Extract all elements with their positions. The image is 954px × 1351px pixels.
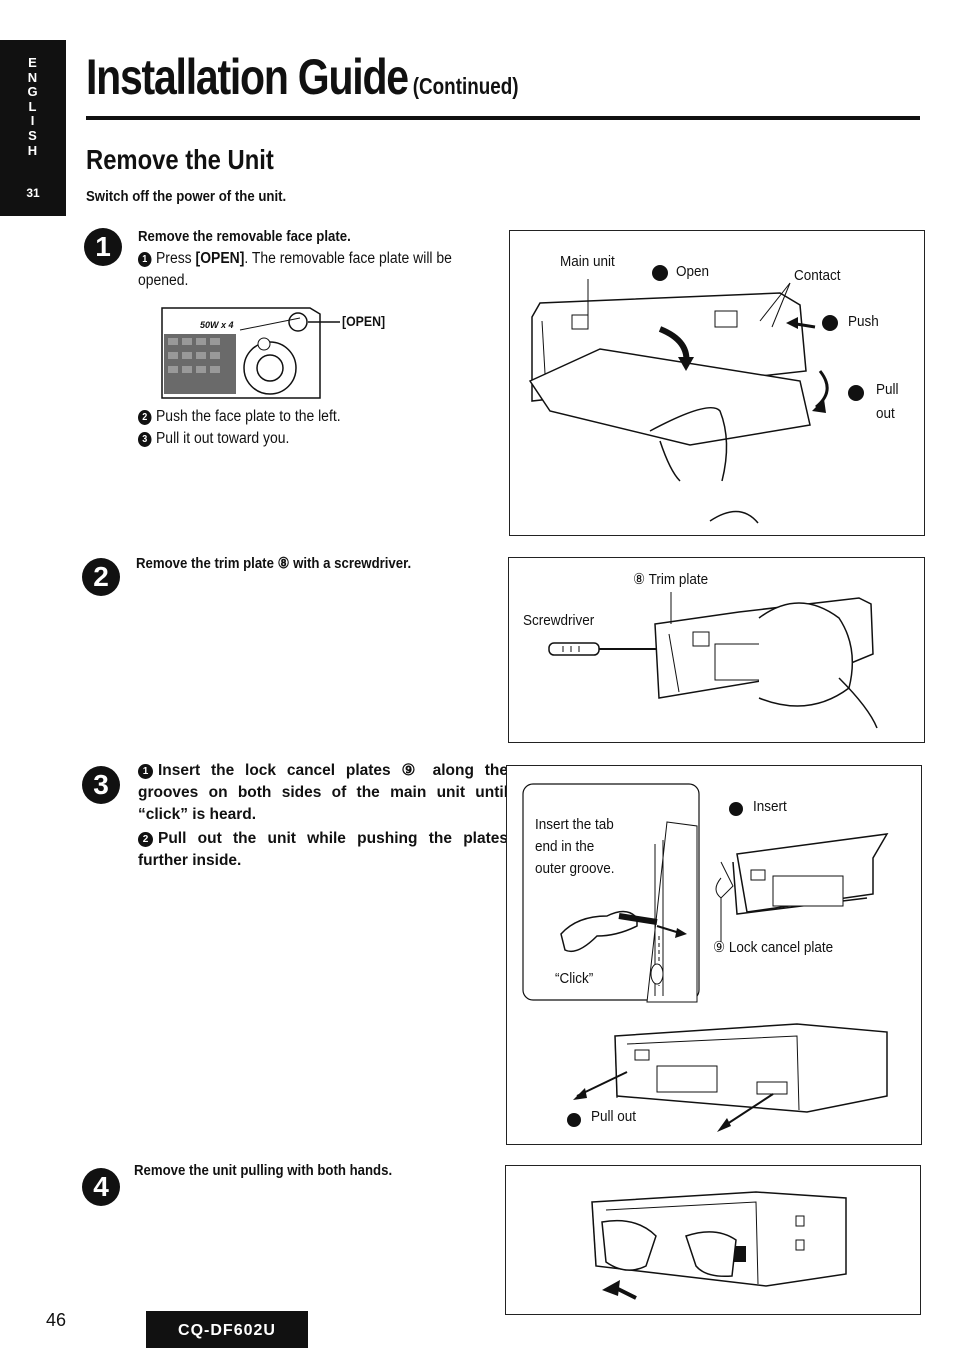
open-key-text: [OPEN] bbox=[195, 250, 245, 267]
model-badge: CQ-DF602U bbox=[146, 1311, 308, 1348]
step-3-figure: Insert the tab end in the outer groove. … bbox=[506, 765, 922, 1145]
label-open: Open bbox=[676, 263, 710, 280]
section-intro: Switch off the power of the unit. bbox=[86, 188, 287, 205]
label-out: out bbox=[876, 405, 895, 422]
step-4-figure bbox=[505, 1165, 921, 1315]
lang-letter: E bbox=[28, 55, 38, 70]
label-insert-tab-3: outer groove. bbox=[535, 860, 615, 877]
lang-letter: S bbox=[28, 127, 38, 143]
step-1-figure: Main unit Open Contact Push Pull out bbox=[509, 230, 925, 536]
language-letters: E N G L I S H bbox=[0, 55, 66, 158]
sub-marker-3: 3 bbox=[138, 432, 152, 447]
step-1-sub-3: 3 Pull it out toward you. bbox=[138, 428, 289, 450]
step-2-badge: 2 bbox=[82, 558, 120, 596]
sub-1-prefix: Press bbox=[156, 250, 196, 267]
step-1-badge: 1 bbox=[84, 228, 122, 266]
sub-marker-2: 2 bbox=[138, 410, 152, 425]
page-title: Installation Guide(Continued) bbox=[86, 48, 519, 106]
label-main-unit: Main unit bbox=[560, 253, 615, 270]
label-insert: Insert bbox=[753, 798, 787, 815]
step-1-heading: Remove the removable face plate. bbox=[138, 228, 351, 245]
lang-letter: N bbox=[27, 69, 39, 85]
label-trim-plate: ⑧ Trim plate bbox=[633, 571, 709, 588]
page-number: 46 bbox=[46, 1310, 67, 1330]
label-click: “Click” bbox=[555, 970, 594, 987]
label-lock-cancel-plate: ⑨ Lock cancel plate bbox=[713, 939, 834, 956]
lang-letter: H bbox=[27, 142, 39, 158]
label-pull: Pull bbox=[876, 381, 899, 398]
open-key-label: [OPEN] bbox=[342, 313, 386, 329]
label-screwdriver: Screwdriver bbox=[523, 612, 595, 629]
sub-2-text: Push the face plate to the left. bbox=[156, 408, 341, 425]
label-push: Push bbox=[848, 313, 879, 330]
lang-letter: L bbox=[28, 98, 38, 114]
sub-marker-1: 1 bbox=[138, 764, 153, 779]
sub-marker-2: 2 bbox=[138, 832, 153, 847]
step-1-sub-1: 1 Press [OPEN]. The removable face plate … bbox=[138, 248, 498, 292]
sub-marker-1: 1 bbox=[138, 252, 152, 267]
label-contact: Contact bbox=[794, 267, 841, 284]
step-3-badge: 3 bbox=[82, 766, 120, 804]
step-1-sub-2: 2 Push the face plate to the left. bbox=[138, 406, 341, 428]
step-2-heading: Remove the trim plate ⑧ with a screwdriv… bbox=[136, 555, 412, 572]
title-main: Installation Guide bbox=[86, 49, 409, 105]
language-tab: E N G L I S H 31 bbox=[0, 40, 66, 216]
lang-letter: I bbox=[30, 113, 36, 129]
label-pull-out: Pull out bbox=[591, 1108, 637, 1125]
face-plate-illustration: 50W x 4 bbox=[160, 300, 340, 405]
title-rule bbox=[86, 116, 920, 120]
section-heading: Remove the Unit bbox=[86, 144, 274, 175]
label-insert-tab-2: end in the bbox=[535, 838, 595, 855]
sub-3-text: Pull it out toward you. bbox=[156, 430, 290, 447]
lang-letter: G bbox=[27, 84, 39, 100]
label-insert-tab-1: Insert the tab bbox=[535, 816, 614, 833]
step-3-sub-2-text: Pull out the unit while pushing the plat… bbox=[138, 830, 508, 869]
step-2-figure: ⑧ Trim plate Screwdriver bbox=[508, 557, 925, 743]
step-4-badge: 4 bbox=[82, 1168, 120, 1206]
panel-power-label: 50W x 4 bbox=[200, 320, 234, 330]
step-3-sub-1-text: Insert the lock cancel plates ⑨ along th… bbox=[138, 762, 508, 823]
step-4-heading: Remove the unit pulling with both hands. bbox=[134, 1162, 393, 1179]
sub-1-rest: . The removable face plate will be opene… bbox=[138, 250, 452, 289]
title-continued: (Continued) bbox=[412, 73, 519, 99]
section-page-number: 31 bbox=[26, 186, 40, 200]
